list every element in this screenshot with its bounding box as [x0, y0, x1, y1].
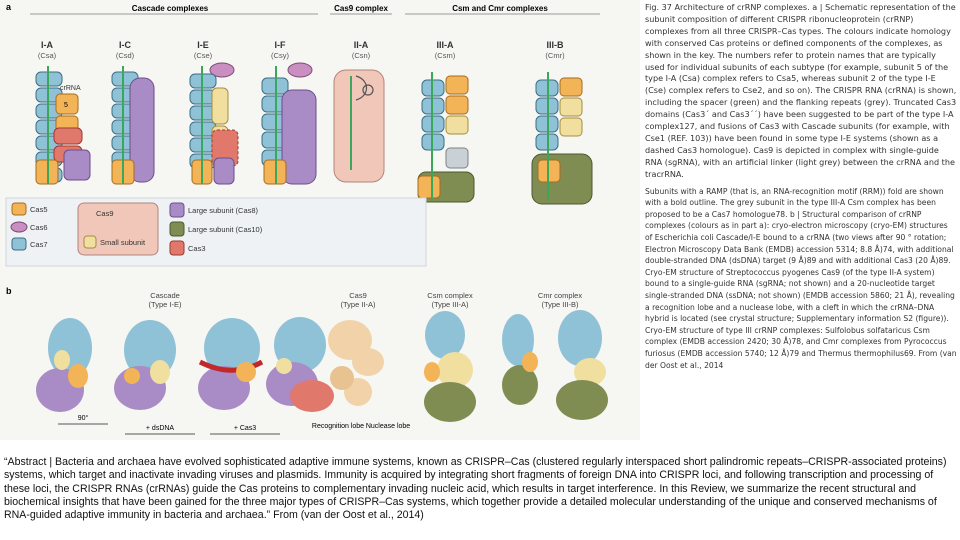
- legend-cas3: Cas3: [188, 244, 206, 253]
- group-cas9-title: Cas9 complex: [334, 4, 388, 13]
- em-csm: [424, 311, 476, 422]
- figure-caption: Fig. 37 Architecture of crRNP complexes.…: [645, 2, 957, 446]
- type-label-I-F: I-F: [275, 40, 286, 50]
- complex-I-F: [261, 62, 317, 185]
- complex-I-E: [189, 62, 239, 185]
- b-recognition-label: Recognition lobe: [312, 423, 364, 430]
- legend-cas7: Cas7: [30, 240, 48, 249]
- type-sub-Csm: (Csm): [435, 51, 456, 60]
- legend-large8: Large subunit (Cas8): [188, 206, 259, 215]
- b-title-csm-type: (Type III-A): [431, 300, 469, 309]
- legend-large10: Large subunit (Cas10): [188, 225, 263, 234]
- caption-paragraph-2: Subunits with a RAMP (that is, an RNA-re…: [645, 186, 957, 370]
- em-cascade-dsdna: [198, 318, 264, 410]
- b-nuclease-label: Nuclease lobe: [366, 423, 410, 430]
- em-cmr-1: [502, 314, 538, 405]
- b-title-cmr: Cmr complex: [538, 291, 582, 300]
- caption-paragraph-1: Fig. 37 Architecture of crRNP complexes.…: [645, 2, 957, 179]
- b-title-cascade: Cascade: [150, 291, 180, 300]
- b-title-cas9: Cas9: [349, 291, 367, 300]
- legend-cas9: Cas9: [96, 209, 114, 218]
- type-sub-Csd: (Csd): [116, 51, 135, 60]
- type-label-III-B: III-B: [547, 40, 564, 50]
- type-label-I-E: I-E: [197, 40, 209, 50]
- figure: a Cascade complexes Cas9 complex Csm and…: [5, 2, 608, 435]
- b-title-csm: Csm complex: [427, 291, 473, 300]
- complex-I-A: 5: [35, 66, 91, 185]
- em-cascade-cas3: [266, 317, 334, 412]
- em-cmr-2: [556, 310, 608, 420]
- group-csm-title: Csm and Cmr complexes: [452, 4, 548, 13]
- em-cas9: [328, 320, 384, 406]
- type-label-III-A: III-A: [437, 40, 454, 50]
- legend-swatch-cas7: [11, 237, 27, 251]
- abstract-quote: “Abstract | Bacteria and archaea have ev…: [4, 456, 947, 522]
- panel-b-letter: b: [6, 286, 12, 296]
- b-title-cmr-type: (Type III-B): [541, 300, 579, 309]
- legend: Cas5 Cas6 Cas7 Cas9 Small subunit Large …: [5, 197, 427, 267]
- complex-I-C: [111, 66, 155, 185]
- b-dsdna-label: + dsDNA: [146, 425, 175, 432]
- legend-small: Small subunit: [100, 238, 146, 247]
- legend-swatch-large8: [169, 202, 185, 218]
- legend-swatch-cas9: [77, 202, 159, 256]
- b-title-cascade-type: (Type I-E): [149, 300, 182, 309]
- complex-III-A: [417, 72, 475, 203]
- legend-swatch-cas5: [11, 202, 27, 216]
- b-rotation-label: 90°: [78, 414, 89, 422]
- b-title-cas9-type: (Type II-A): [340, 300, 376, 309]
- type-sub-Cse: (Cse): [194, 51, 213, 60]
- type-sub-Csn: (Csn): [352, 51, 371, 60]
- type-sub-Csy: (Csy): [271, 51, 289, 60]
- type-sub-Csa: (Csa): [38, 51, 57, 60]
- complex-II-A: [333, 69, 385, 183]
- type-label-I-A: I-A: [41, 40, 53, 50]
- type-label-I-C: I-C: [119, 40, 131, 50]
- crRNA-label: crRNA: [60, 85, 81, 92]
- em-cascade-view2: [114, 320, 176, 410]
- legend-swatch-large10: [169, 221, 185, 237]
- legend-swatch-cas6: [10, 221, 28, 233]
- panel-a-letter: a: [6, 2, 12, 12]
- type-label-II-A: II-A: [354, 40, 369, 50]
- b-cas3-label: + Cas3: [234, 425, 256, 432]
- legend-swatch-small: [83, 235, 97, 249]
- group-cascade-title: Cascade complexes: [132, 4, 209, 13]
- legend-cas6: Cas6: [30, 223, 48, 232]
- em-cascade-view1: [36, 318, 92, 412]
- type-sub-Cmr: (Cmr): [545, 51, 565, 60]
- svg-text:5: 5: [64, 102, 68, 109]
- legend-cas5: Cas5: [30, 205, 48, 214]
- complex-III-B: [531, 72, 593, 205]
- legend-swatch-cas3: [169, 240, 185, 256]
